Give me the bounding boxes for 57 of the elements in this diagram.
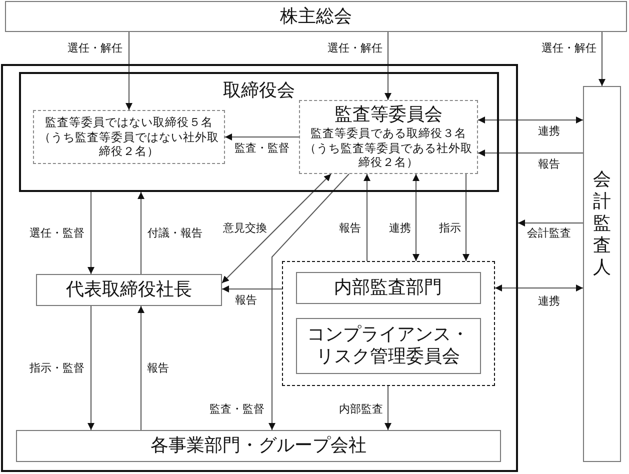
- arrow: [222, 174, 332, 284]
- arrow: [88, 192, 94, 274]
- box-label: 内部監査部門: [334, 276, 442, 298]
- box-text: 監査等委員である取締役３名（うち監査等委員である社外取締役２名）: [304, 126, 474, 170]
- arrow: [222, 286, 282, 292]
- box-label: コンプライアンス・リスク管理委員会: [306, 324, 470, 368]
- edge-label: 指示: [437, 222, 463, 234]
- arrow: [138, 306, 144, 430]
- edge-label: 選任・監督: [28, 226, 86, 240]
- dashed-group-frame: [282, 261, 495, 386]
- edge-label: 意見交換: [221, 222, 269, 234]
- arrow: [412, 174, 420, 262]
- edge-label: 監査・監督: [208, 402, 266, 416]
- business-units-box: [16, 430, 501, 462]
- edge-label: 連携: [536, 124, 562, 138]
- box-label: 会計監査人: [592, 169, 612, 279]
- box-label: 取締役会: [223, 80, 295, 102]
- committee-box: [299, 100, 478, 174]
- auditor-box: [583, 86, 621, 462]
- arrow: [268, 174, 350, 430]
- edge-label: 選任・解任: [326, 42, 384, 54]
- edge-label: 報告: [233, 294, 259, 306]
- arrow: [224, 134, 300, 140]
- arrow: [126, 32, 132, 110]
- edge-label: 報告: [145, 362, 171, 374]
- arrow: [88, 306, 94, 430]
- edge-label: 選任・解任: [540, 42, 598, 54]
- arrow: [494, 284, 584, 292]
- box-label: 監査等委員ではない取締役５名（うち監査等委員ではない社外取締役２名）: [38, 115, 220, 159]
- edge-label: 付議・報告: [146, 226, 204, 240]
- edge-label: 指示・監督: [28, 362, 86, 374]
- arrow: [364, 174, 370, 262]
- box-label: 代表取締役社長: [66, 279, 192, 301]
- arrow: [462, 174, 470, 262]
- edge-label: 会計監査: [525, 226, 573, 240]
- edge-label: 監査・監督: [232, 142, 292, 154]
- arrow: [384, 386, 392, 430]
- edge-label: 報告: [337, 222, 363, 234]
- arrow: [384, 32, 392, 100]
- company-frame: [1, 64, 518, 472]
- president-box: [36, 274, 222, 306]
- edge-label: 連携: [536, 294, 562, 308]
- box-label: 株主総会: [280, 6, 352, 28]
- box-label: 各事業部門・グループ会社: [150, 435, 366, 457]
- arrow: [138, 192, 144, 274]
- arrow: [478, 116, 584, 124]
- arrow: [478, 150, 584, 156]
- compliance-committee-box: [296, 318, 480, 374]
- edge-label: 報告: [536, 158, 562, 170]
- audit-department-box: [296, 272, 480, 304]
- edge-label: 連携: [387, 222, 413, 234]
- arrow: [598, 32, 606, 86]
- arrow: [518, 220, 584, 226]
- edge-label: 選任・解任: [66, 42, 124, 54]
- edge-label: 内部監査: [337, 402, 385, 416]
- meeting-box: [5, 1, 627, 32]
- box-title: 監査等委員会: [334, 104, 442, 126]
